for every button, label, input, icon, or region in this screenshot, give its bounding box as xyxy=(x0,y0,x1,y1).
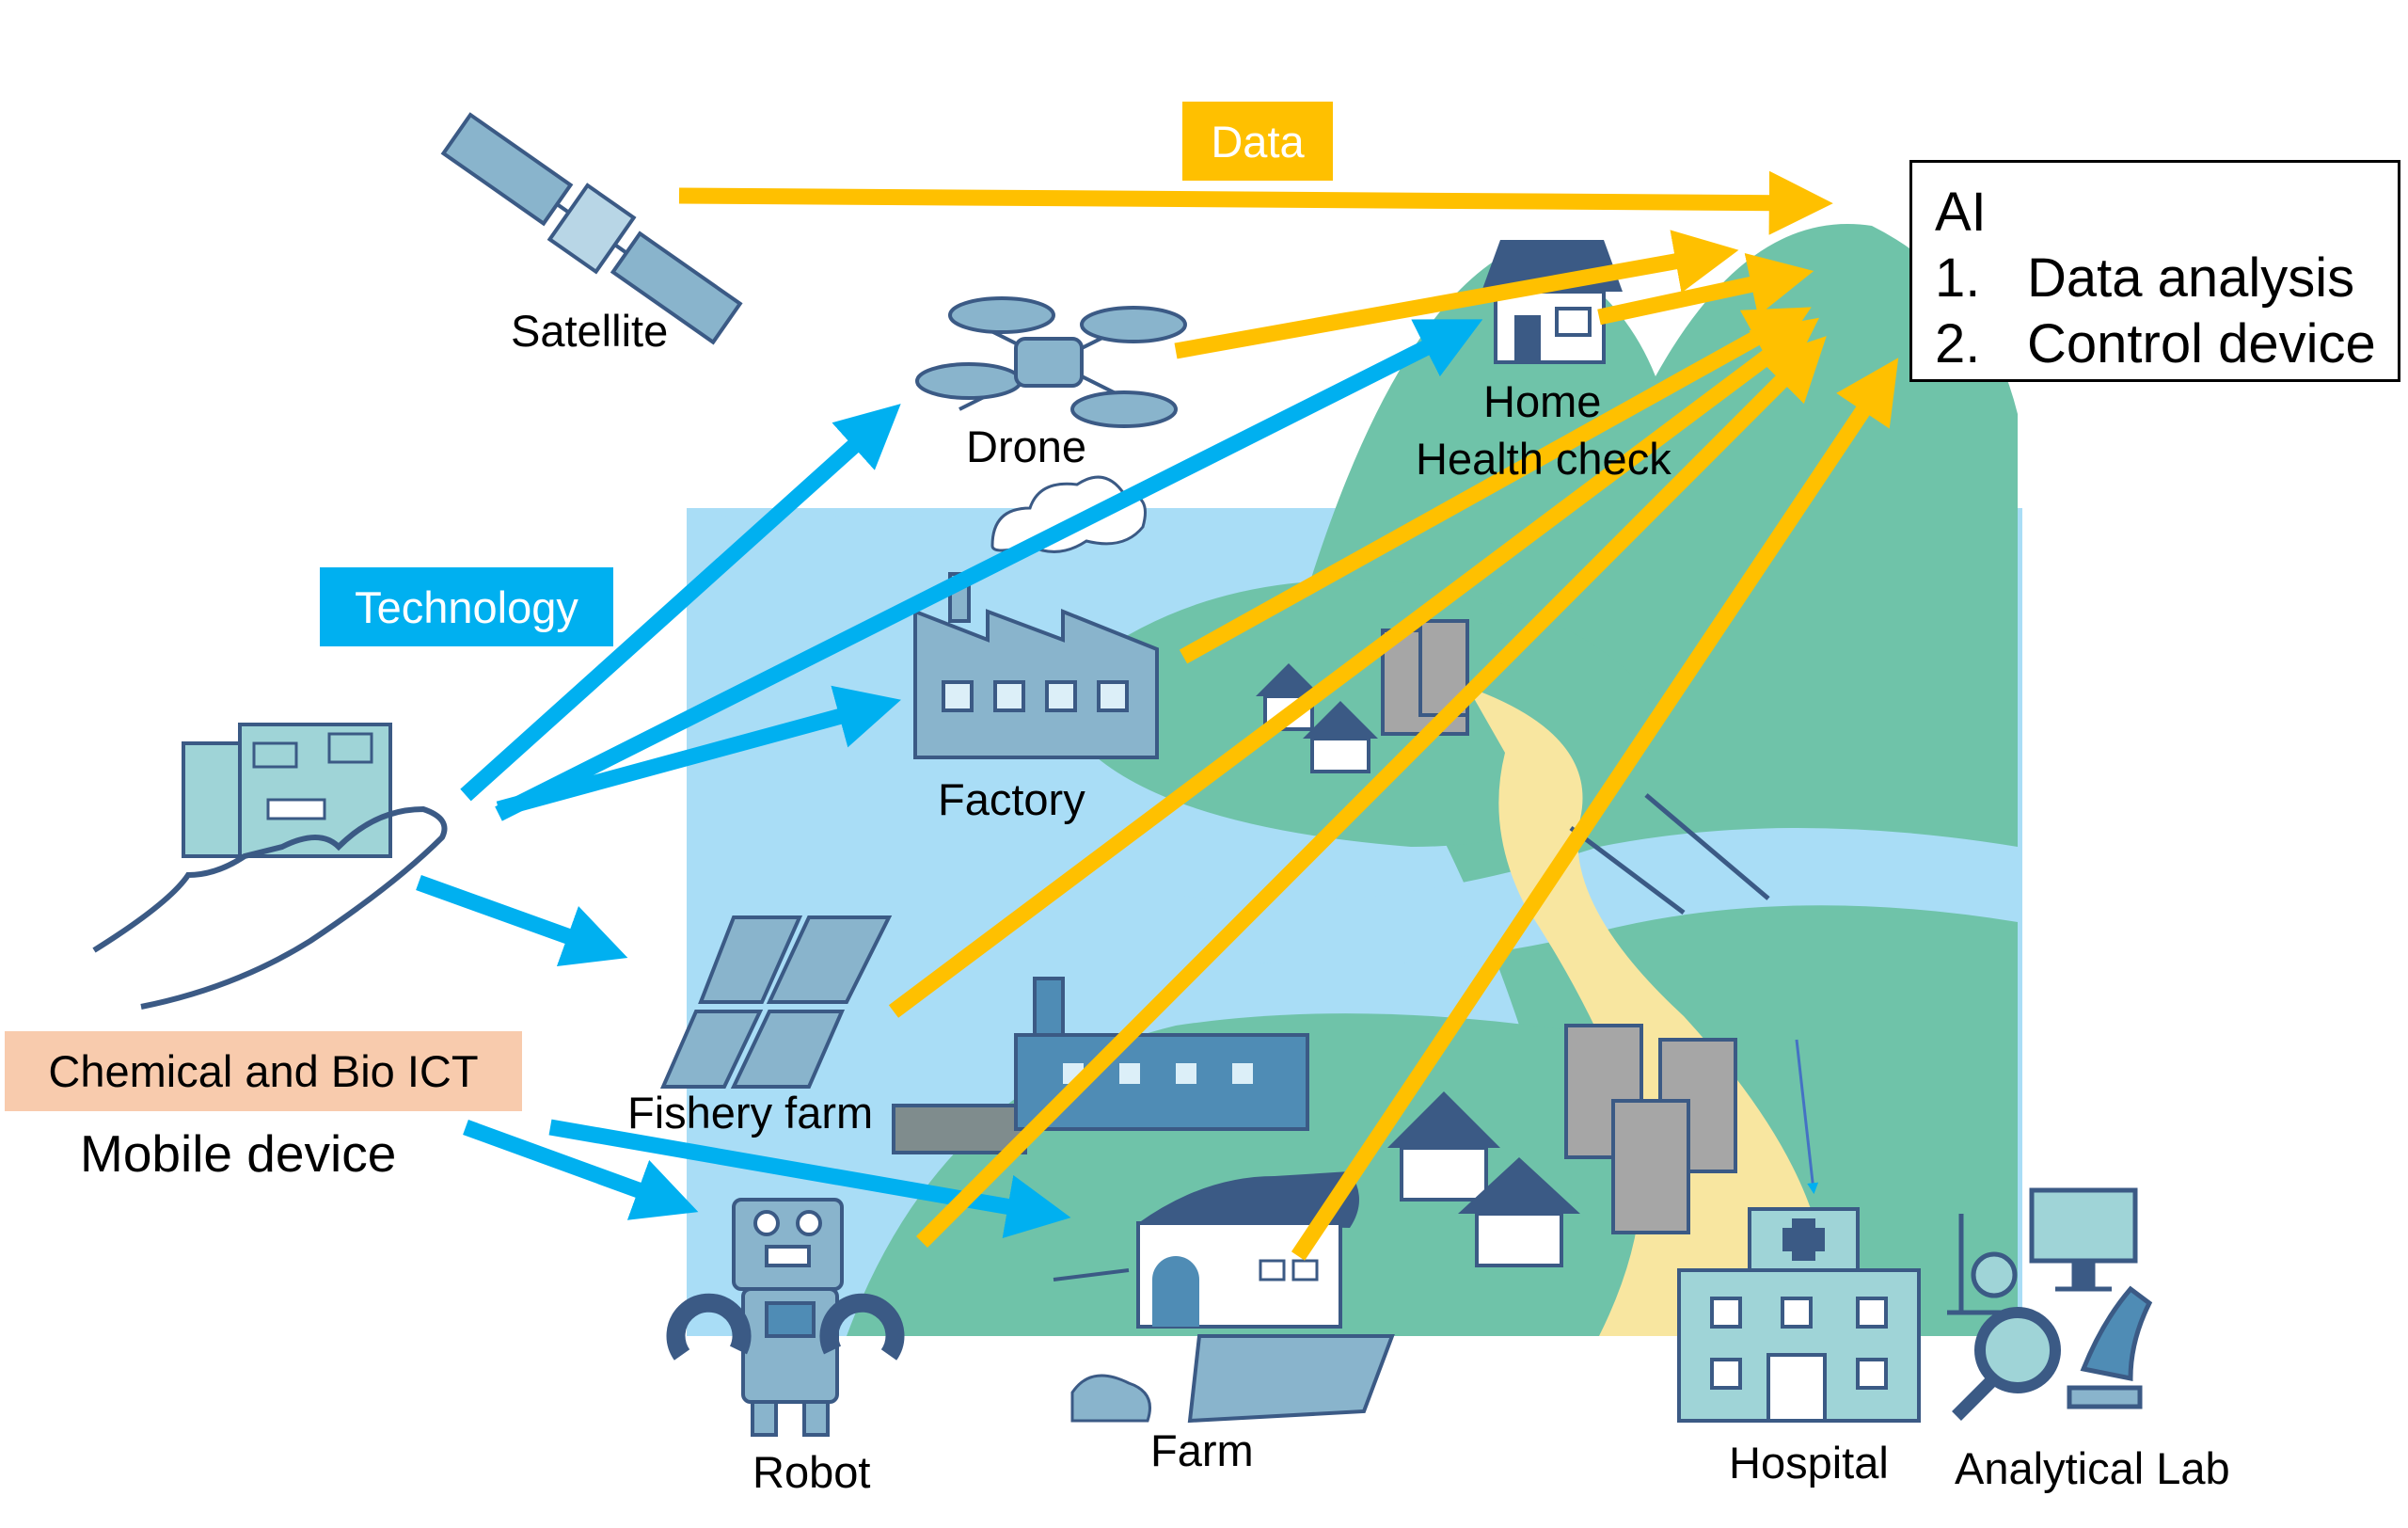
ai-box: AI 1. Data analysis 2. Control device xyxy=(1909,160,2400,382)
lab-label: Analytical Lab xyxy=(1955,1443,2230,1493)
tech-arrow-robot xyxy=(463,1120,699,1220)
data-tag: Data xyxy=(1182,102,1333,181)
ai-item-1-text: Data analysis xyxy=(2027,247,2355,309)
hospital-icon xyxy=(1677,1207,1921,1423)
home-label: Home xyxy=(1483,376,1602,426)
lab-icon xyxy=(1947,1187,2153,1421)
tech-arrow-factory xyxy=(496,685,901,818)
drone-icon xyxy=(915,296,1187,428)
ai-item-1: 1. Data analysis xyxy=(1935,246,2398,311)
town xyxy=(1256,619,1737,1267)
ai-item-2-num: 2. xyxy=(1935,313,1981,374)
robot-icon xyxy=(666,1198,905,1437)
mountain-range xyxy=(1298,224,2018,1336)
data-arrow-robot xyxy=(915,336,1827,1249)
data-arrow-home xyxy=(1597,253,1814,326)
farm-label: Farm xyxy=(1150,1425,1254,1475)
technology-arrows xyxy=(416,319,1483,1238)
data-arrows xyxy=(678,170,1899,1261)
ai-item-2: 2. Control device xyxy=(1935,311,2398,377)
data-arrow-factory xyxy=(1179,307,1812,664)
tech-arrow-drone xyxy=(460,404,901,802)
warehouse-icon xyxy=(1014,977,1309,1131)
factory-label: Factory xyxy=(938,774,1085,824)
robot-label: Robot xyxy=(752,1447,871,1497)
data-arrow-drone xyxy=(1174,230,1739,359)
ai-title: AI xyxy=(1935,182,1987,243)
satellite-label: Satellite xyxy=(511,306,669,356)
fishery-icon xyxy=(659,915,1027,1154)
ai-item-2-text: Control device xyxy=(2027,313,2376,374)
fishery-label: Fishery farm xyxy=(627,1088,874,1138)
drone-label: Drone xyxy=(966,422,1087,471)
satellite-icon xyxy=(440,112,743,345)
landscape xyxy=(687,224,2022,1336)
hand-device-icon xyxy=(92,723,448,1010)
chemical-tag: Chemical and Bio ICT xyxy=(5,1031,522,1111)
technology-tag: Technology xyxy=(320,567,613,646)
road xyxy=(1467,687,1832,1336)
hospital-label: Hospital xyxy=(1729,1438,1889,1488)
farm-icon xyxy=(1053,1171,1395,1424)
health-check-label: Health check xyxy=(1416,434,1671,484)
data-arrow-satellite xyxy=(678,170,1833,235)
tech-arrow-fishery xyxy=(416,875,628,967)
tech-arrow-home xyxy=(495,319,1483,821)
home-icon xyxy=(1481,240,1623,364)
river xyxy=(1166,828,2018,965)
bridge xyxy=(1569,793,1770,915)
ai-item-1-num: 1. xyxy=(1935,247,1981,309)
hospital-pointer xyxy=(1795,1039,1819,1195)
mobile-device-label: Mobile device xyxy=(80,1124,397,1183)
factory-icon xyxy=(913,475,1159,759)
data-arrow-farm xyxy=(1291,358,1899,1261)
data-arrow-fishery xyxy=(888,317,1820,1018)
